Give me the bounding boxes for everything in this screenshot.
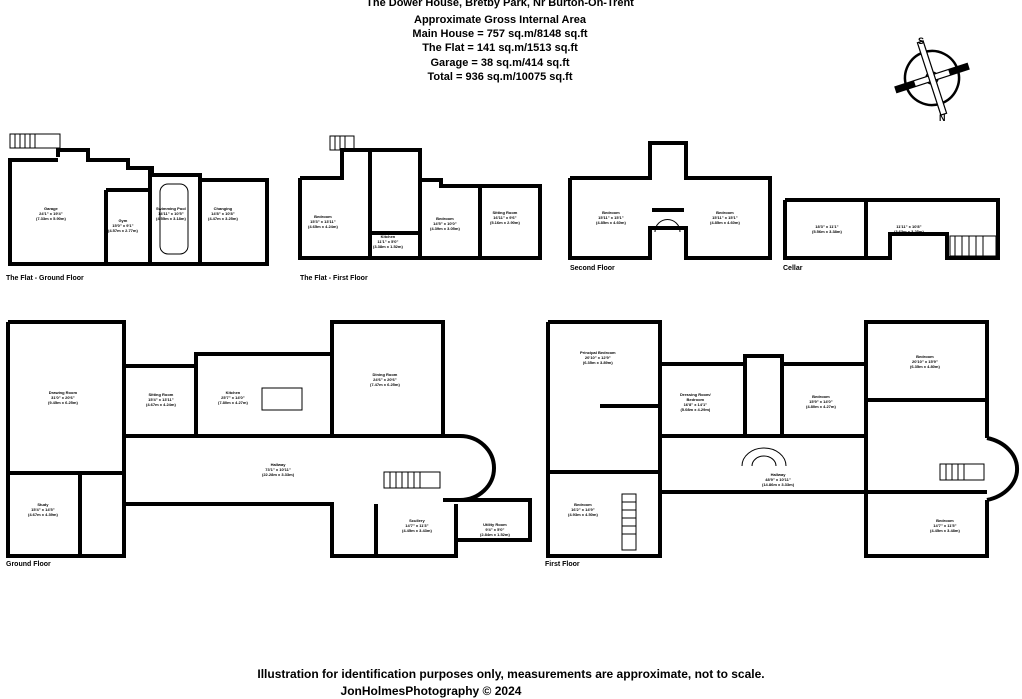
area-subtitle: Approximate Gross Internal Area — [414, 14, 586, 26]
floor-label-ground: Ground Floor — [6, 561, 51, 568]
floor-label-cellar: Cellar — [783, 265, 803, 272]
credit-text: JonHolmesPhotography © 2024 — [340, 684, 522, 698]
property-title: The Dower House, Bretby Park, Nr Burton-… — [366, 0, 634, 9]
main-house-area: Main House = 757 sq.m/8148 sq.ft — [412, 28, 588, 40]
floor-label-first: First Floor — [545, 561, 580, 568]
room-cellar-2: 11'11" x 10'8"(3.63m x 3.25m) — [894, 224, 924, 234]
floor-label-flat-ground: The Flat - Ground Floor — [6, 275, 84, 282]
total-area: Total = 936 sq.m/10075 sq.ft — [427, 71, 573, 83]
flat-area: The Flat = 141 sq.m/1513 sq.ft — [422, 42, 578, 54]
floor-label-second: Second Floor — [570, 265, 615, 272]
garage-area: Garage = 38 sq.m/414 sq.ft — [430, 57, 570, 69]
disclaimer-text: Illustration for identification purposes… — [257, 667, 765, 681]
floor-label-flat-first: The Flat - First Floor — [300, 275, 368, 282]
room-cellar-1: 18'3" x 11'1"(5.56m x 3.38m) — [812, 224, 842, 234]
